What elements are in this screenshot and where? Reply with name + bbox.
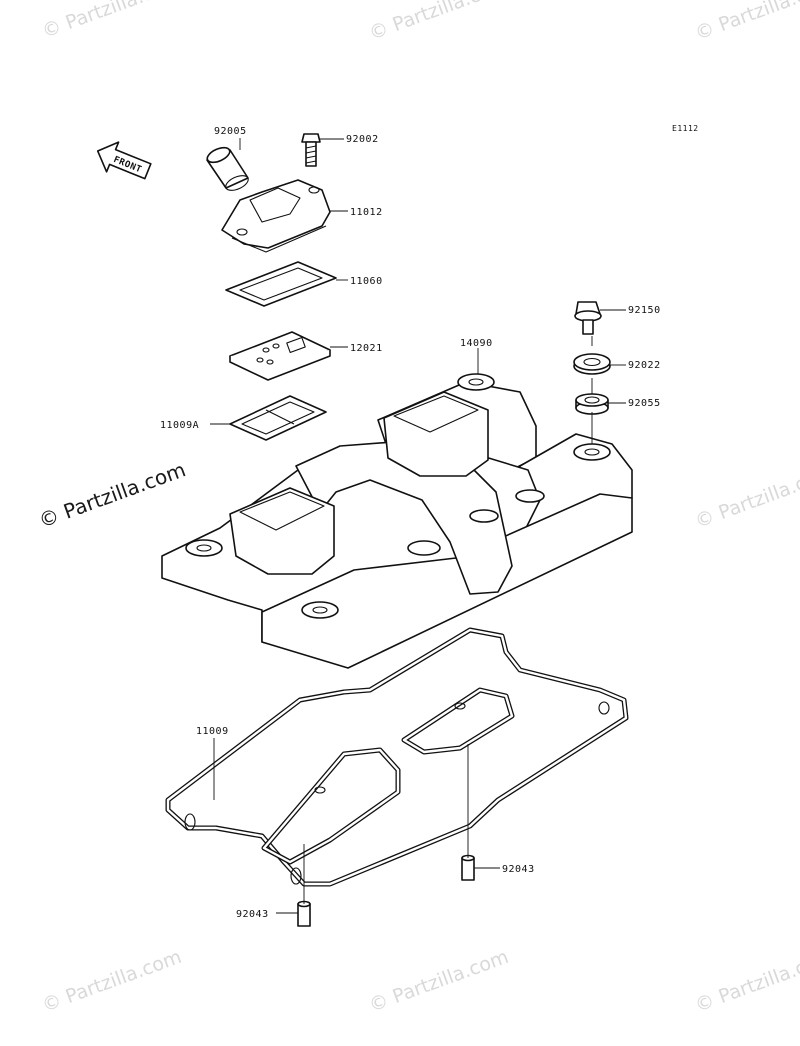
bolt-92150: [574, 301, 602, 335]
watermark: © Partzilla.com: [692, 0, 800, 45]
front-arrow: FRONT: [96, 141, 152, 180]
head-cover-14090: [161, 373, 633, 669]
plate-12021: [229, 331, 331, 381]
label-92022: 92022: [628, 360, 661, 371]
watermark: © Partzilla.com: [366, 0, 511, 45]
watermark-main: © Partzilla.com: [36, 457, 189, 532]
gasket-11009: [165, 627, 629, 887]
watermark: © Partzilla.com: [39, 946, 184, 1017]
label-11060: 11060: [350, 276, 383, 287]
label-11012: 11012: [350, 207, 383, 218]
diagram-code: E1112: [672, 124, 699, 133]
label-92043-left: 92043: [236, 909, 269, 920]
bolt-92002: [301, 133, 321, 167]
grommet-92055: [575, 393, 609, 415]
label-11009: 11009: [196, 726, 229, 737]
watermark: © Partzilla.com: [366, 946, 511, 1017]
watermark: © Partzilla.com: [39, 0, 184, 43]
label-92002: 92002: [346, 134, 379, 145]
label-92005: 92005: [214, 126, 247, 137]
label-11009A: 11009A: [160, 420, 199, 431]
label-92055: 92055: [628, 398, 661, 409]
gasket-11009A: [229, 395, 327, 441]
leader-lines: [210, 138, 626, 914]
watermark: © Partzilla.com: [692, 462, 800, 533]
label-92043-right: 92043: [502, 864, 535, 875]
washer-92022: [573, 353, 611, 375]
label-12021: 12021: [350, 343, 383, 354]
sleeve-92005: [206, 146, 249, 191]
label-14090: 14090: [460, 338, 493, 349]
dowel-92043-right: [461, 854, 475, 881]
dowel-92043-left: [297, 900, 311, 927]
gasket-11060: [225, 261, 337, 307]
label-92150: 92150: [628, 305, 661, 316]
cover-11012: [221, 179, 331, 253]
watermark: © Partzilla.com: [692, 946, 800, 1017]
